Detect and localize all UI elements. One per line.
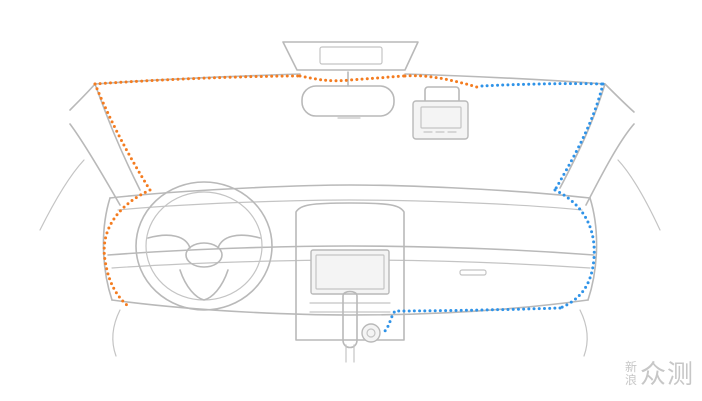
orange-wire-top-left xyxy=(93,74,302,86)
dashboard-right-edge xyxy=(587,197,598,301)
left-a-pillar-inner xyxy=(94,83,141,191)
glovebox-handle xyxy=(459,269,487,276)
dashboard-top xyxy=(109,184,591,199)
blue-wire-dash-bottom xyxy=(382,306,562,334)
blue-wire-right-pillar xyxy=(553,82,605,192)
orange-wire-top-center xyxy=(298,74,407,83)
wire-route-orange xyxy=(93,74,482,308)
gear-lever xyxy=(342,290,358,349)
right-a-pillar-inner xyxy=(559,83,606,189)
overhead-console xyxy=(282,41,419,71)
left-pillar-trim xyxy=(69,123,121,206)
left-door-edge xyxy=(39,159,85,231)
wire-route-blue xyxy=(382,82,605,334)
power-socket xyxy=(361,323,381,343)
dash-cam xyxy=(412,86,469,140)
orange-wire-dash-left xyxy=(102,188,152,308)
orange-wire-left-pillar xyxy=(93,82,152,192)
watermark-large: 众测 xyxy=(639,359,694,389)
right-pillar-trim xyxy=(585,123,635,206)
rear-view-mirror xyxy=(301,71,395,119)
steering-wheel xyxy=(135,181,273,311)
windshield-top-edge-right xyxy=(404,73,606,85)
watermark: 新 浪 众测 xyxy=(625,359,694,389)
windshield-frame xyxy=(39,73,661,231)
dashboard-left-edge xyxy=(102,197,113,301)
blue-wire-dash-right xyxy=(553,188,596,310)
infotainment-screen xyxy=(310,249,390,295)
left-a-pillar-outer xyxy=(69,83,96,111)
watermark-small-stack: 新 浪 xyxy=(625,361,637,387)
watermark-small-top: 新 xyxy=(624,360,637,374)
horn-pad xyxy=(185,242,223,268)
right-a-pillar-outer xyxy=(604,83,635,113)
watermark-small-bottom: 浪 xyxy=(624,373,637,387)
center-console xyxy=(295,202,405,363)
right-door-edge xyxy=(617,159,661,231)
orange-wire-top-right xyxy=(403,74,482,90)
blue-wire-top-right xyxy=(480,82,605,88)
